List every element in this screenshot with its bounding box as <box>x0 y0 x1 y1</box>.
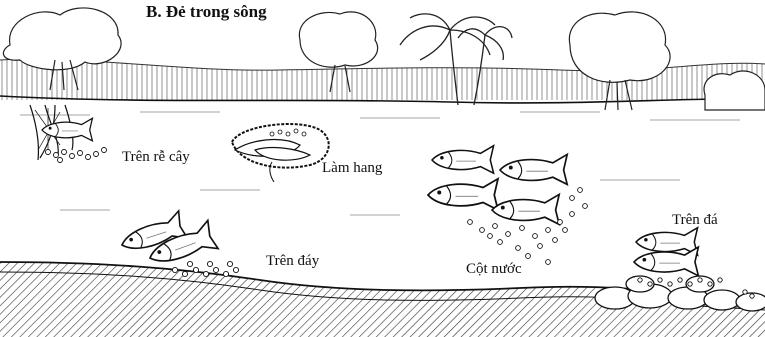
fish <box>432 146 494 174</box>
label-on-bottom: Trên đáy <box>266 253 319 270</box>
fish <box>500 154 567 184</box>
fish <box>428 179 498 210</box>
roots-spawning-group <box>30 105 107 163</box>
label-burrow: Làm hang <box>322 160 382 177</box>
burrow-group <box>232 124 329 182</box>
fish <box>636 228 698 256</box>
label-on-roots: Trên rễ cây <box>122 149 190 166</box>
diagram-title: B. Đẻ trong sông <box>146 2 267 22</box>
bush-right <box>704 71 765 110</box>
label-on-rock: Trên đá <box>672 212 718 229</box>
label-water-column: Cột nước <box>466 261 522 278</box>
water-column-group <box>428 146 587 265</box>
fish <box>492 194 559 224</box>
rock-spawning-group <box>595 228 765 311</box>
